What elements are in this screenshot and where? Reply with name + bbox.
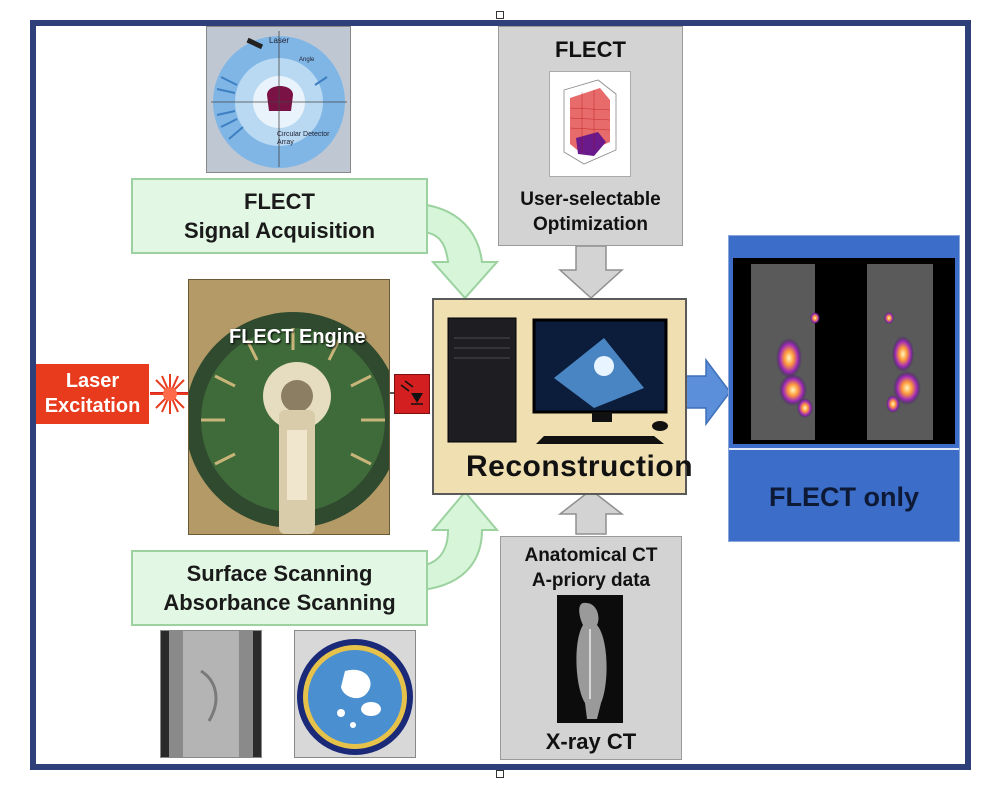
laser-burst-icon	[150, 374, 190, 414]
flect-result-images	[733, 258, 955, 444]
ct-line2: A-priory data	[531, 570, 651, 591]
circular-detector-array-diagram-icon: Laser Angle Circular Detector Array	[211, 31, 347, 168]
detector-angle-label: Angle	[299, 57, 315, 63]
surface-line1: Surface Scanning	[186, 561, 373, 586]
arrow-acquisition-to-reconstruction	[419, 202, 500, 300]
ct-line1: Anatomical CT	[524, 545, 658, 566]
result-box: FLECT only	[728, 235, 960, 542]
ct-box: Anatomical CT A-priory data X-ray CT	[500, 536, 682, 760]
engine-title: FLECT Engine	[229, 326, 366, 348]
detector-chip	[394, 374, 430, 414]
arrow-reconstruction-to-result	[683, 357, 731, 427]
surface-scan-image	[160, 630, 262, 758]
arrow-ct-to-reconstruction	[557, 489, 625, 535]
optimization-box: FLECT User-selectable Optimization	[498, 26, 683, 246]
arrow-surface-to-reconstruction	[421, 490, 500, 592]
optimization-line1: User-selectable	[520, 189, 661, 210]
signal-acquisition-line2: Signal Acquisition	[183, 218, 376, 243]
flect-engine-photo: FLECT Engine	[188, 279, 390, 535]
result-label: FLECT only	[769, 482, 919, 512]
flect-engine-photo-icon	[189, 280, 389, 534]
laser-excitation-box: Laser Excitation	[36, 364, 149, 424]
arrow-optimization-to-reconstruction	[558, 245, 624, 300]
photodetector-chip-icon	[400, 380, 423, 405]
optimization-line2: Optimization	[532, 214, 649, 235]
3d-volume-render-icon	[563, 79, 617, 165]
desktop-computer-icon	[447, 317, 668, 444]
surface-scan-image-icon	[169, 631, 253, 757]
mouse-xray-image	[557, 595, 623, 723]
signal-acquisition-box: FLECT Signal Acquisition	[131, 178, 428, 254]
detector-array-label: Circular Detector Array	[277, 131, 330, 146]
resize-handle-top[interactable]	[496, 11, 504, 19]
fluorescence-reconstruction-images-icon	[751, 264, 933, 440]
surface-line2: Absorbance Scanning	[163, 590, 396, 615]
surface-scanning-box: Surface Scanning Absorbance Scanning	[131, 550, 428, 626]
ct-line3: X-ray CT	[545, 729, 637, 754]
reconstruction-label: Reconstruction	[466, 450, 694, 483]
laser-line1: Laser	[65, 370, 120, 392]
detector-laser-label: Laser	[269, 36, 289, 45]
optimization-title: FLECT	[555, 37, 626, 62]
signal-acquisition-line1: FLECT	[244, 189, 315, 214]
resize-handle-bottom[interactable]	[496, 770, 504, 778]
flect-3d-render	[549, 71, 631, 177]
laser-line2: Excitation	[44, 395, 141, 417]
absorbance-scan-image	[294, 630, 416, 758]
absorbance-scan-image-icon	[297, 639, 413, 755]
mouse-xray-image-icon	[576, 602, 607, 719]
reconstruction-box: Reconstruction	[432, 298, 693, 495]
detector-array-diagram: Laser Angle Circular Detector Array	[206, 26, 351, 173]
